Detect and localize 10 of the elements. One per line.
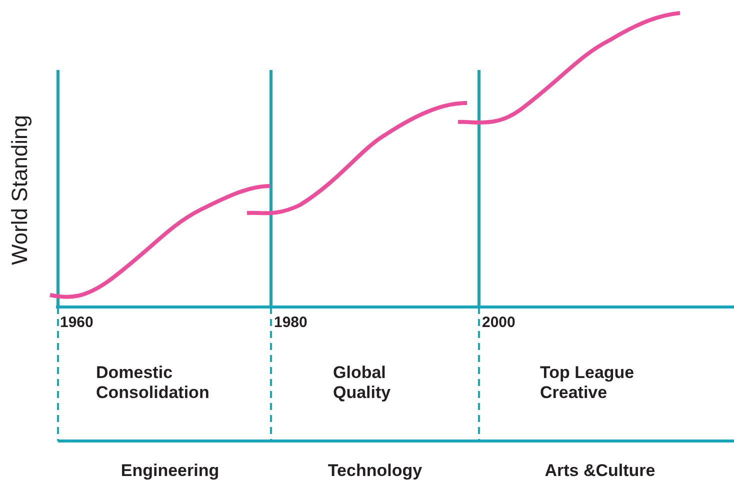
era-label: Top League Creative (540, 363, 636, 404)
year-label: 1980 (274, 314, 308, 332)
era-label: Global Quality (333, 363, 392, 404)
year-label: 1960 (60, 314, 94, 332)
phase-label: Engineering (120, 461, 220, 482)
year-label: 2000 (482, 314, 516, 332)
phase-label: Technology (326, 461, 424, 482)
era-label: Domestic Consolidation (96, 363, 210, 404)
phase-label: Arts &Culture (544, 461, 656, 482)
axis-title: World Standing (6, 115, 33, 265)
